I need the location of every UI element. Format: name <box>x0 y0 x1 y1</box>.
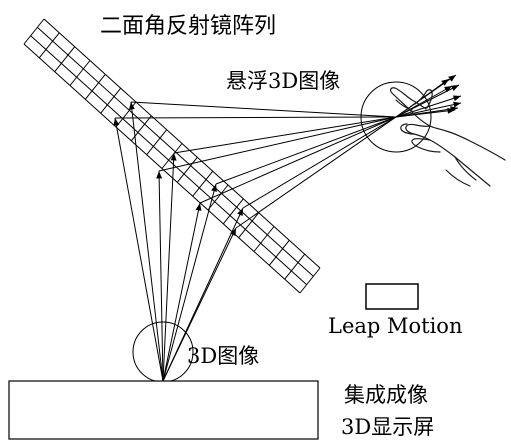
floating-image-label: 悬浮3D图像 <box>226 69 341 93</box>
source-image-label: 3D图像 <box>187 344 260 368</box>
mirror-grid-line <box>36 26 314 277</box>
mirror-grid-line <box>299 267 321 294</box>
reflected-ray <box>242 116 397 209</box>
mirror-grid-line <box>284 253 306 280</box>
ray-arrowhead <box>113 118 120 126</box>
leap-motion-label: Leap Motion <box>328 314 463 338</box>
light-rays <box>113 74 462 382</box>
reflected-ray <box>173 116 397 154</box>
mirror-grid-line <box>176 156 198 183</box>
mirror-grid-line <box>207 184 229 211</box>
ray-arrowhead <box>237 208 243 216</box>
incident-ray <box>114 117 164 382</box>
mirror-grid-line <box>238 212 260 239</box>
outgoing-ray <box>395 78 450 118</box>
mirror-grid-line <box>43 18 321 269</box>
mirror-grid-line <box>146 129 168 156</box>
ray-arrowhead <box>447 107 455 114</box>
reflected-ray <box>215 116 397 185</box>
display-label-line2: 3D显示屏 <box>341 415 435 439</box>
floating-image-circle <box>360 81 432 153</box>
mirror-grid-line <box>84 73 106 100</box>
display-label-line1: 集成成像 <box>344 383 428 407</box>
reflected-ray <box>235 116 397 229</box>
incident-ray <box>158 170 164 382</box>
incident-ray <box>162 202 201 382</box>
mirror-grid-line <box>192 170 214 197</box>
mirror-grid-line <box>268 239 290 266</box>
reflected-ray <box>114 116 397 119</box>
ray-arrowhead <box>211 184 217 192</box>
mirror-grid-line <box>253 226 275 252</box>
dihedral-mirror-array <box>23 18 321 294</box>
incident-ray <box>162 152 175 382</box>
ray-arrowhead <box>230 228 236 236</box>
outgoing-ray <box>395 109 456 118</box>
outgoing-ray <box>395 102 462 118</box>
ray-arrowhead <box>170 153 177 161</box>
outgoing-ray <box>395 85 453 118</box>
mirror-grid-line <box>100 87 122 114</box>
ray-arrowhead <box>195 203 202 211</box>
ray-arrowhead <box>444 86 452 93</box>
ray-arrowhead <box>441 79 449 86</box>
incident-ray <box>162 183 217 382</box>
ray-arrowhead <box>448 75 456 82</box>
ray-arrowhead <box>128 102 135 110</box>
incident-ray <box>130 101 164 382</box>
mirror-grid-line <box>54 46 76 73</box>
ray-arrowhead <box>453 95 461 102</box>
mirror-array-label: 二面角反射镜阵列 <box>100 14 277 39</box>
mirror-grid-line <box>222 198 244 225</box>
mirror-grid-line <box>38 32 60 59</box>
mirror-grid-line <box>161 143 183 169</box>
mirror-grid-line <box>69 60 91 86</box>
leap-motion-sensor-icon <box>365 283 419 310</box>
hand-icon <box>389 87 506 187</box>
ray-arrowhead <box>451 85 459 91</box>
reflected-ray <box>199 116 397 204</box>
mirror-grid-line <box>30 35 308 286</box>
incident-ray <box>162 227 237 382</box>
mirror-grid-line <box>23 18 45 45</box>
ray-arrowhead <box>156 171 163 179</box>
integral-imaging-display <box>8 380 319 440</box>
reflected-ray <box>158 116 397 172</box>
ray-arrowhead <box>453 101 461 108</box>
mirror-grid-line <box>23 43 301 294</box>
reflected-ray <box>130 101 397 118</box>
